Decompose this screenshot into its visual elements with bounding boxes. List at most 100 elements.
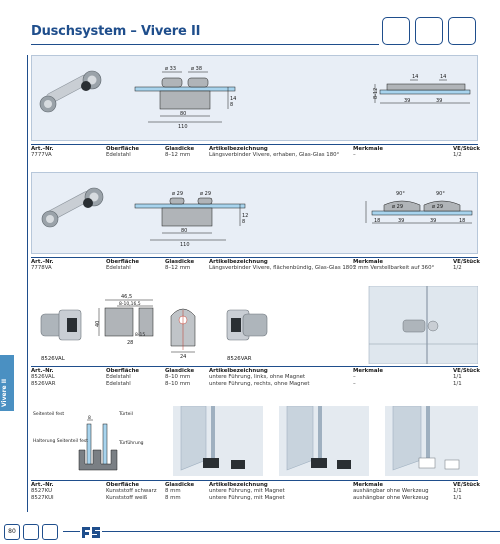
- installed-photo: [368, 285, 479, 365]
- dim-label: 39: [436, 98, 442, 104]
- dim-label: ø 38: [191, 66, 202, 72]
- product-figure-box: Seitenteil fest Türteil Halterung Seiten…: [31, 405, 478, 478]
- left-margin-rule: [27, 55, 28, 512]
- dim-label: ø 29: [200, 191, 211, 197]
- dim-label: 8-10,16,5: [119, 301, 141, 307]
- diagram-label: Türteil: [118, 411, 133, 417]
- col-glass: Glasdicke: [165, 368, 195, 374]
- col-ve: VE/Stück: [453, 146, 480, 152]
- header-box-1: [382, 17, 410, 45]
- page-header: Duschsystem – Vivere II: [0, 0, 500, 50]
- cell-features: aushängbar ohne Werkzeug: [353, 488, 429, 494]
- guide-left-photo: [40, 309, 82, 341]
- col-desc: Artikelbezeichnung: [209, 482, 268, 488]
- cell-glass: 8–12 mm: [165, 265, 191, 271]
- cell-features: –: [353, 152, 356, 158]
- col-art: Art.–Nr.: [31, 146, 54, 152]
- image-caption-left: 8526VAL: [41, 356, 65, 362]
- cell-desc: untere Führung, links, ohne Magnet: [209, 374, 306, 380]
- dim-label: ø 33: [165, 66, 176, 72]
- dim-label: 110: [178, 124, 188, 130]
- dim-label: 18: [374, 218, 380, 224]
- cell-art: 8526VAL: [31, 374, 55, 380]
- product-figure-box: ø 29 ø 29 80 110 12 8 90° 90° ø 29 ø 29 …: [31, 172, 478, 254]
- col-art: Art.–Nr.: [31, 368, 54, 374]
- installed-photo-2: [279, 405, 369, 476]
- col-ve: VE/Stück: [453, 482, 480, 488]
- col-art: Art.–Nr.: [31, 259, 54, 265]
- col-ve: VE/Stück: [453, 259, 480, 265]
- diagram-label: Halterung Seitenteil fest: [33, 438, 88, 444]
- dim-label: ø 29: [392, 204, 403, 210]
- cell-glass: 8 mm: [165, 495, 181, 501]
- col-surface: Oberfläche: [106, 146, 140, 152]
- dim-label: 39: [430, 218, 436, 224]
- dim-label: 18: [459, 218, 465, 224]
- cell-glass: 8 mm: [165, 488, 181, 494]
- col-surface: Oberfläche: [106, 259, 140, 265]
- dim-label: 39: [404, 98, 410, 104]
- dim-label: 8: [242, 219, 245, 225]
- product-drawing: ø 29 ø 29 80 110 12 8 90° 90° ø 29 ø 29 …: [41, 187, 473, 248]
- side-tab-label: Vivere II: [1, 378, 8, 407]
- header-box-3: [448, 17, 476, 45]
- guide-drawing: [98, 299, 196, 353]
- cell-surface: Edelstahl: [106, 152, 131, 158]
- col-art: Art.–Nr.: [31, 482, 54, 488]
- dim-label: 46,5: [121, 294, 132, 300]
- footer-rule: [63, 531, 500, 532]
- cell-ve: 1/2: [453, 152, 462, 158]
- cell-art: 7778VA: [31, 265, 52, 271]
- diagram-label: Türführung: [118, 440, 144, 446]
- col-desc: Artikelbezeichnung: [209, 259, 268, 265]
- cell-ve: 1/2: [453, 265, 462, 271]
- cell-art: 8527KUI: [31, 495, 54, 501]
- col-features: Merkmale: [353, 482, 384, 488]
- dim-label: 90°: [436, 191, 445, 197]
- cell-features: –: [353, 374, 356, 380]
- spec-table-header: Art.–Nr. Oberfläche Glasdicke Artikelbez…: [31, 480, 480, 488]
- col-features: Merkmale: [353, 146, 384, 152]
- top-view-drawing: [374, 79, 471, 104]
- dim-label: 14: [230, 96, 236, 102]
- cell-ve: 1/1: [453, 374, 462, 380]
- cell-ve: 1/1: [453, 488, 462, 494]
- dim-label: 14: [412, 74, 418, 80]
- spec-table-header: Art.–Nr. Oberfläche Glasdicke Artikelbez…: [31, 366, 480, 374]
- col-glass: Glasdicke: [165, 259, 195, 265]
- installed-photo-1: [173, 405, 263, 476]
- dim-label: 8: [230, 102, 233, 108]
- header-box-2: [415, 17, 443, 45]
- diagram-label: 8: [88, 415, 91, 421]
- guide-right-photo: [226, 309, 268, 341]
- connector-photo: [39, 70, 102, 113]
- dim-label: 80: [180, 111, 186, 117]
- page-number: 80: [4, 524, 20, 540]
- product-drawing: ø 33 ø 38 80 110 14 8 14 14 39 39 8-12: [39, 66, 471, 130]
- section-side-tab: Vivere II: [0, 355, 14, 411]
- col-features: Merkmale: [353, 259, 384, 265]
- cell-art: 7777VA: [31, 152, 52, 158]
- col-surface: Oberfläche: [106, 368, 140, 374]
- dim-label: 90°: [396, 191, 405, 197]
- cell-desc: untere Führung, mit Magnet: [209, 495, 285, 501]
- brand-logo: [80, 524, 102, 540]
- cell-glass: 8–10 mm: [165, 381, 191, 387]
- dim-label: 39: [398, 218, 404, 224]
- cell-glass: 8–10 mm: [165, 374, 191, 380]
- cell-surface: Edelstahl: [106, 374, 131, 380]
- page-footer: 80: [0, 522, 500, 544]
- cell-desc: Längsverbinder Vivere, flächenbündig, Gl…: [209, 265, 356, 271]
- dim-label: 110: [180, 242, 190, 248]
- cell-surface: Kunststoff schwarz: [106, 488, 157, 494]
- top-view-drawing: [365, 200, 473, 224]
- dim-label: 8-12: [373, 88, 379, 99]
- page-title: Duschsystem – Vivere II: [31, 24, 201, 39]
- cell-ve: 1/1: [453, 495, 462, 501]
- product-figure-box: 46,5 8-10,16,5 40 28 8-15 24 8526VAL: [31, 285, 479, 365]
- cell-surface: Edelstahl: [106, 265, 131, 271]
- dim-label: ø 29: [432, 204, 443, 210]
- image-caption-right: 8526VAR: [227, 356, 252, 362]
- header-rule: [31, 44, 379, 45]
- cell-glass: 8–12 mm: [165, 152, 191, 158]
